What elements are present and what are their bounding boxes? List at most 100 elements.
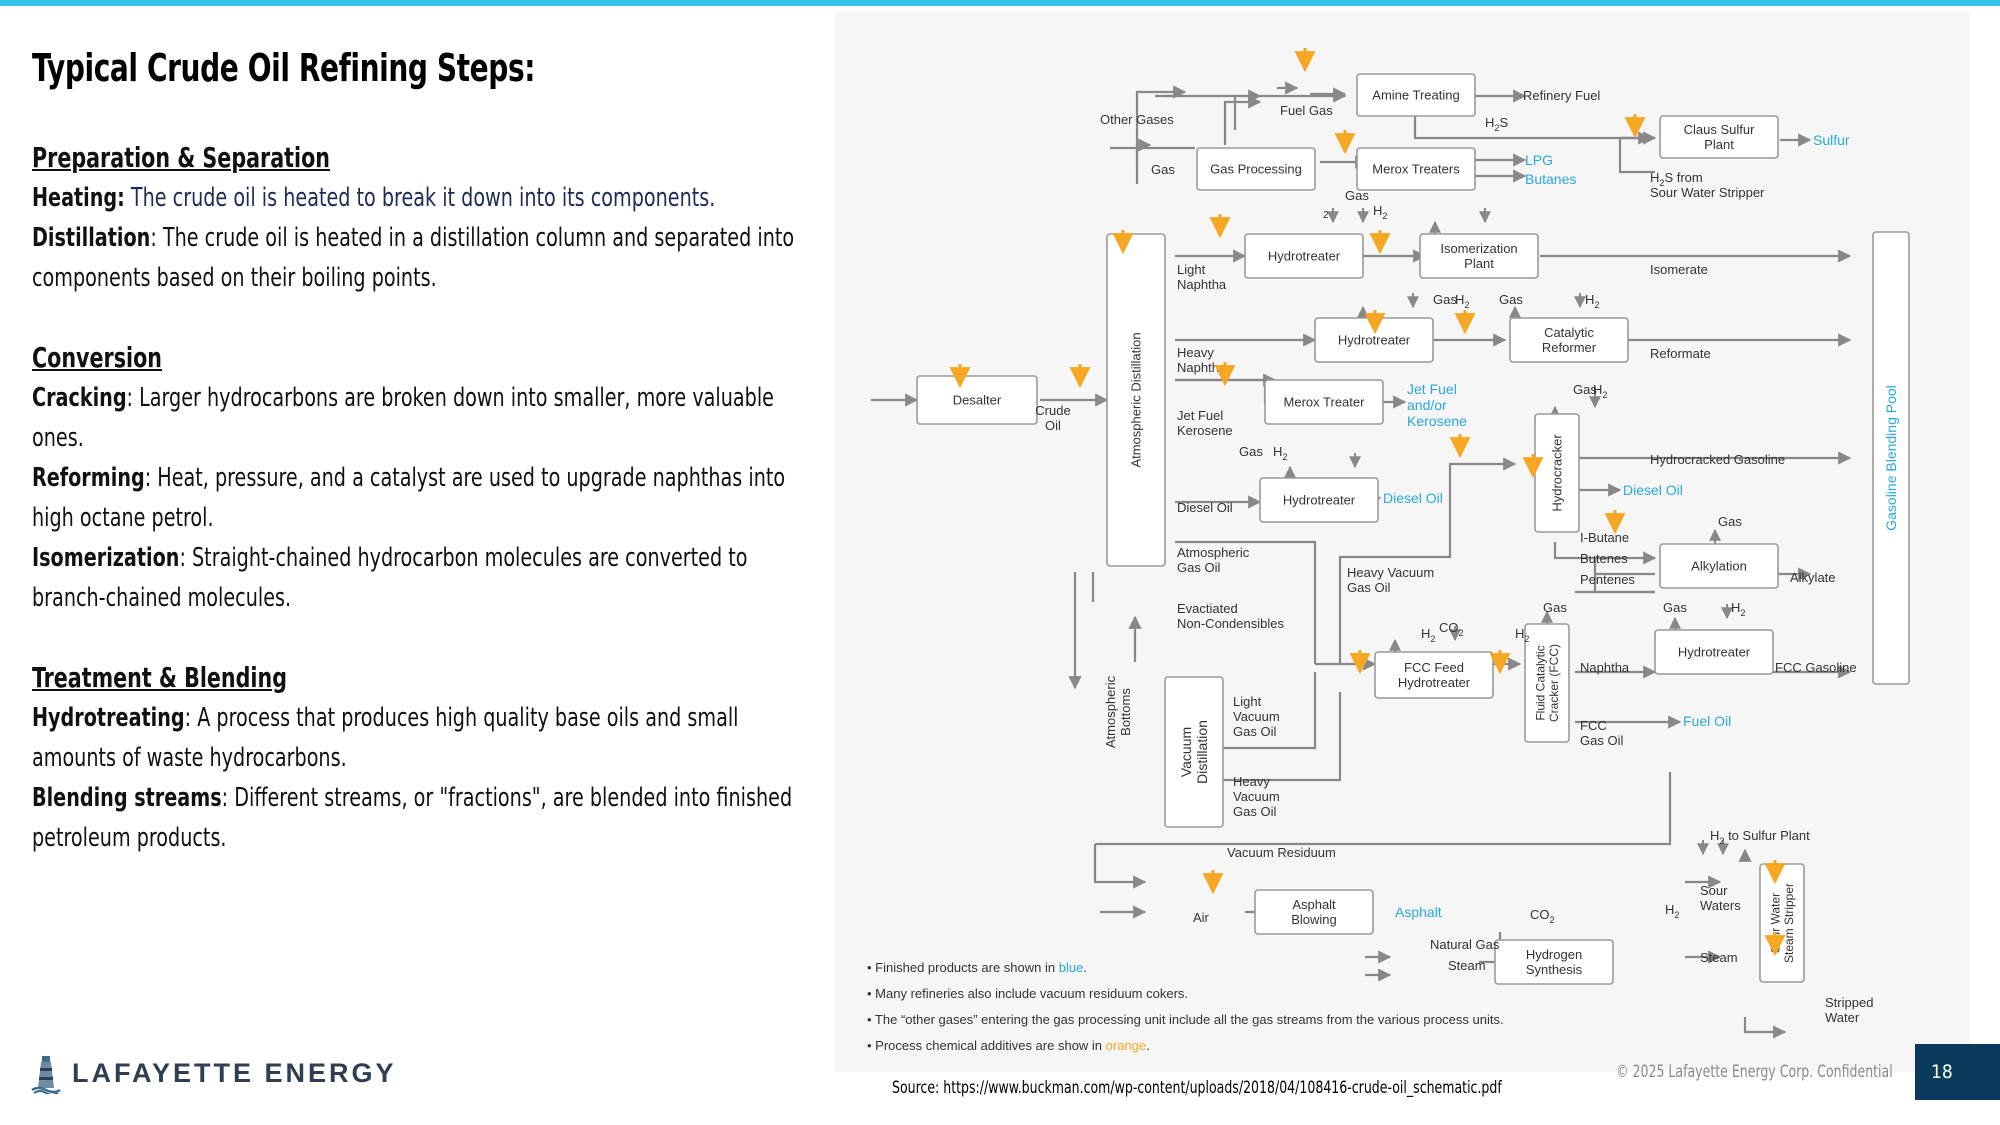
desc-hydrotreating: : A process that produces high quality b… <box>32 703 739 773</box>
flow-line-55 <box>1093 844 1147 889</box>
label-gas-1: Gas <box>1151 162 1175 177</box>
unit-box-merox-treater <box>1264 379 1384 425</box>
unit-label-hydrotreater-1: Hydrotreater <box>1268 249 1341 264</box>
label-light-vac-gas-oil-2: Vacuum <box>1233 709 1280 724</box>
label-other-gases: Other Gases <box>1100 112 1174 127</box>
section-heading-treatment: Treatment & Blending <box>32 661 287 694</box>
desc-heating: The crude oil is heated to break it down… <box>124 183 716 213</box>
label-h2s-from-2: Sour Water Stripper <box>1650 185 1765 200</box>
unit-box-asphalt-blowing <box>1254 889 1374 935</box>
diagram-note-suffix-1: . <box>1083 960 1087 975</box>
flow-line-7 <box>1223 95 1262 145</box>
label-diesel-oil-in: Diesel Oil <box>1177 500 1233 515</box>
diagram-note-suffix-4: . <box>1146 1038 1150 1053</box>
label-jet-fuel-3: Kerosene <box>1407 413 1467 429</box>
label-crude-oil-2: Oil <box>1045 418 1061 433</box>
label-h2-to-sulfur: H2 to Sulfur Plant <box>1710 828 1810 846</box>
step-isomerization: Isomerization: Straight-chained hydrocar… <box>32 538 803 618</box>
diagram-note-text-2: • Many refineries also include vacuum re… <box>867 986 1188 1001</box>
step-heating: Heating: The crude oil is heated to brea… <box>32 178 803 218</box>
unit-label-hydrocracker: Hydrocracker <box>1550 434 1565 512</box>
label-co2-2: CO2 <box>1530 907 1555 925</box>
flow-line-36 <box>1175 540 1317 664</box>
diagram-note-colored-4: orange <box>1106 1038 1146 1053</box>
label-gas-6: Gas <box>1239 444 1263 459</box>
label-alkylate: Alkylate <box>1790 570 1836 585</box>
label-h2-6: H2 <box>1731 600 1745 618</box>
desc-reforming: : Heat, pressure, and a catalyst are use… <box>32 463 786 533</box>
unit-label-merox-treaters: Merox Treaters <box>1372 162 1460 177</box>
term-cracking: Cracking <box>32 383 127 413</box>
additive-arrows <box>949 48 1786 957</box>
unit-box-catalytic-reformer <box>1509 317 1629 363</box>
label-lpg: LPG <box>1525 152 1553 168</box>
label-diesel-oil-2: Diesel Oil <box>1623 482 1683 498</box>
flow-line-3 <box>1135 138 1152 184</box>
label-atm-gas-oil-2: Gas Oil <box>1177 560 1220 575</box>
label-jet-fuel-2: and/or <box>1407 397 1447 413</box>
label-refinery-fuel: Refinery Fuel <box>1523 88 1600 103</box>
unit-label-merox-treater: Merox Treater <box>1284 395 1366 410</box>
section-heading-conversion: Conversion <box>32 341 163 374</box>
company-logo: LAFAYETTE ENERGY <box>30 1052 397 1094</box>
label-co2-1: CO2 <box>1439 620 1464 638</box>
label-h2-4: H2 <box>1273 444 1287 462</box>
source-citation: Source: https://www.buckman.com/wp-conte… <box>892 1078 1502 1098</box>
unit-box-merox-treaters <box>1356 147 1476 191</box>
label-butanes: Butanes <box>1525 171 1576 187</box>
unit-label-catalytic-reformer-2: Reformer <box>1542 340 1597 355</box>
label-two: 2 <box>1323 210 1329 221</box>
label-jet-fuel-1: Jet Fuel <box>1407 381 1457 397</box>
unit-box-desalter <box>916 375 1038 425</box>
unit-box-hydrotreater-3 <box>1259 477 1379 523</box>
label-heavy-vac-gas-oil-3: Gas Oil <box>1233 804 1276 819</box>
flow-line-37 <box>1338 457 1517 664</box>
label-gas-2: Gas <box>1345 188 1369 203</box>
unit-label-isomerization-2: Plant <box>1464 256 1494 271</box>
term-blending: Blending streams <box>32 783 222 813</box>
confidential-notice: © 2025 Lafayette Energy Corp. Confidenti… <box>1616 1062 1893 1082</box>
label-gas-8: Gas <box>1663 600 1687 615</box>
logo-wordmark: LAFAYETTE ENERGY <box>72 1057 397 1088</box>
unit-label-vac-dist-2: Distillation <box>1194 720 1210 784</box>
label-steam-2: Steam <box>1448 958 1486 973</box>
label-light-vac-gas-oil-1: Light <box>1233 694 1262 709</box>
term-heating: Heating: <box>32 183 125 213</box>
diagram-note-4: • Process chemical additives are show in… <box>867 1038 1150 1053</box>
unit-label-sour-water-stripper-2: Steam Stripper <box>1782 883 1796 963</box>
unit-label-hydrotreater-2: Hydrotreater <box>1338 333 1411 348</box>
unit-label-hydrotreater-4: Hydrotreater <box>1678 645 1751 660</box>
label-sour-waters-1: Sour <box>1700 883 1728 898</box>
term-reforming: Reforming <box>32 463 145 493</box>
flow-line-4 <box>1135 85 1187 168</box>
diagram-note-text-1: • Finished products are shown in <box>867 960 1059 975</box>
unit-box-alkylation <box>1659 543 1779 589</box>
unit-label-claus-1: Claus Sulfur <box>1684 122 1755 137</box>
label-diesel-oil: Diesel Oil <box>1383 490 1443 506</box>
label-fcc-gas-oil-2: Gas Oil <box>1580 733 1623 748</box>
label-fcc-gasoline: FCC Gasoline <box>1775 660 1857 675</box>
term-hydrotreating: Hydrotreating <box>32 703 185 733</box>
label-heavy-vac-gas-oil-1: Heavy <box>1233 774 1270 789</box>
label-reformate: Reformate <box>1650 346 1711 361</box>
label-h2s: H2S <box>1485 115 1508 133</box>
label-steam: Steam <box>1700 950 1738 965</box>
label-gas-3: Gas <box>1433 292 1457 307</box>
label-sulfur: Sulfur <box>1813 132 1850 148</box>
diagram-notes: • Finished products are shown in blue.• … <box>867 960 1504 1053</box>
label-stripped-water-1: Stripped <box>1825 995 1873 1010</box>
step-cracking: Cracking: Larger hydrocarbons are broken… <box>32 378 803 458</box>
flow-line-22 <box>1618 138 1655 174</box>
unit-box-hydrotreater-4 <box>1654 629 1774 675</box>
label-isomerate: Isomerate <box>1650 262 1708 277</box>
diagram-note-text-4: • Process chemical additives are show in <box>867 1038 1106 1053</box>
unit-box-gasoline-pool <box>1872 231 1910 685</box>
label-butenes: Butenes <box>1580 551 1628 566</box>
unit-label-hydrogen-synthesis-1: Hydrogen <box>1526 947 1582 962</box>
page-number: 18 <box>1931 1061 1953 1083</box>
diagram-note-1: • Finished products are shown in blue. <box>867 960 1087 975</box>
label-gas-7: Gas <box>1543 600 1567 615</box>
unit-box-isomerization <box>1419 233 1539 279</box>
